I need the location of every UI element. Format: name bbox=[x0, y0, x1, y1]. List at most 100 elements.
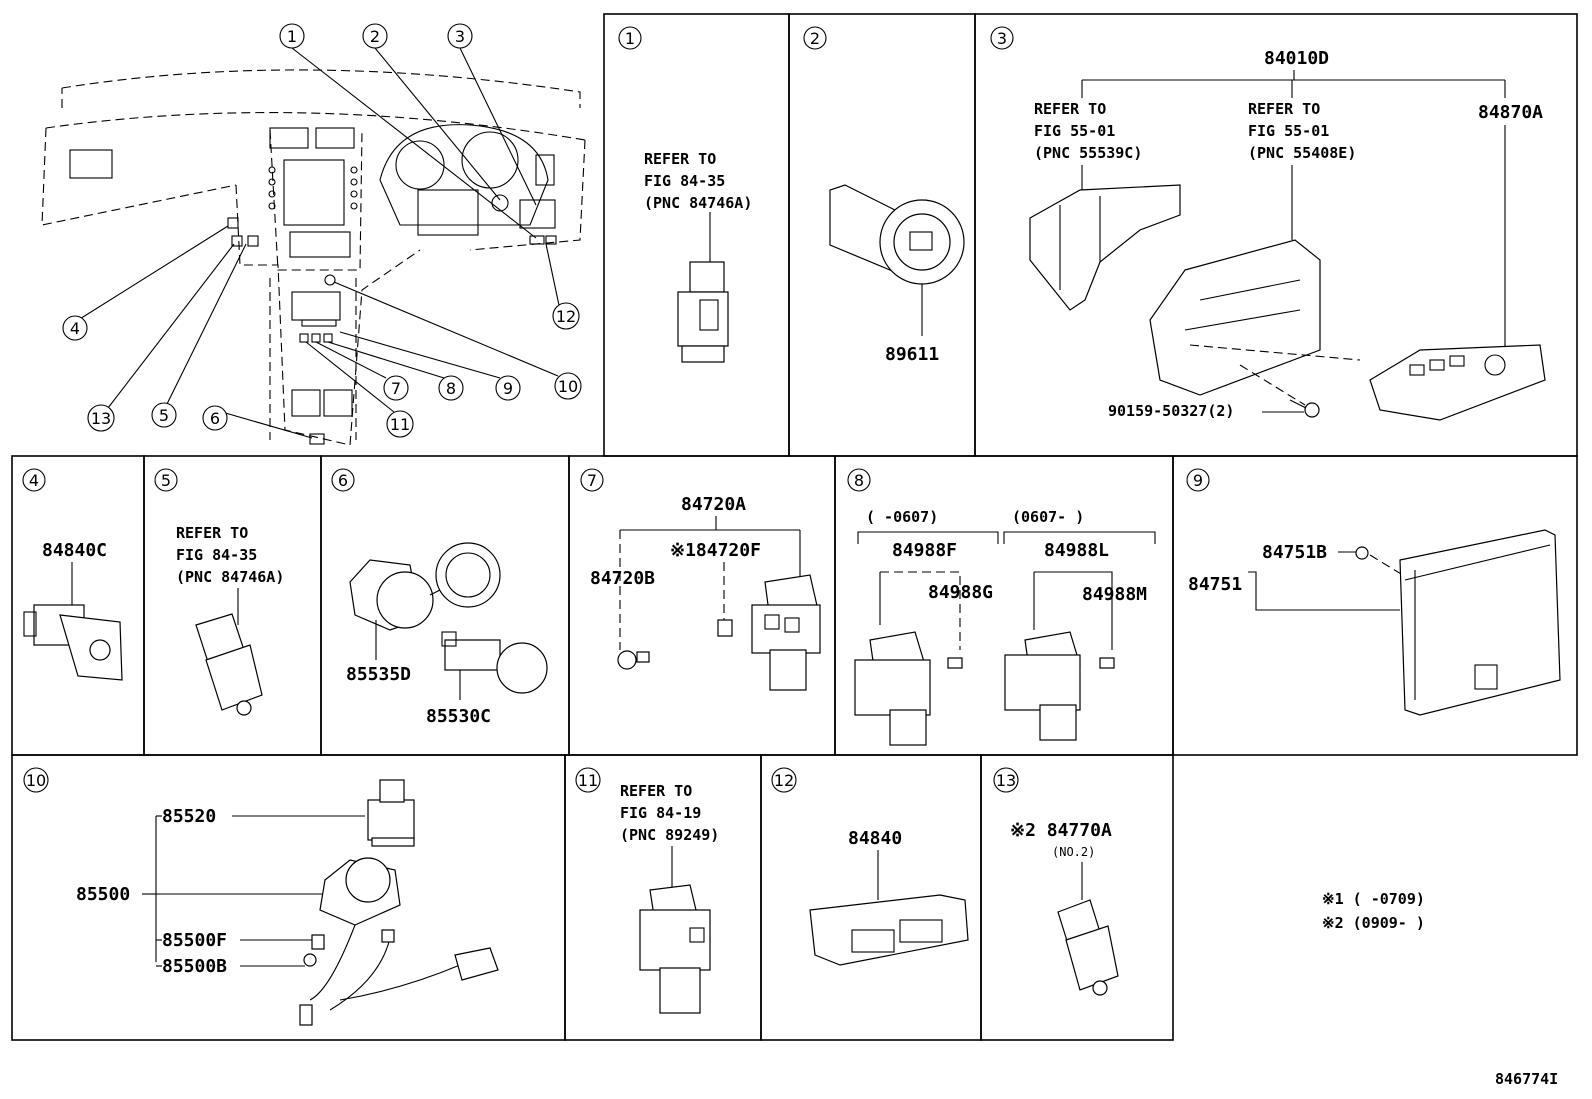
svg-text:8: 8 bbox=[446, 379, 456, 398]
panel-housing-icon bbox=[1149, 239, 1321, 396]
svg-text:85520: 85520 bbox=[162, 806, 216, 827]
panel-5: 5 REFER TO FIG 84-35 (PNC 84746A) bbox=[154, 468, 284, 716]
switch-connector-icon bbox=[677, 261, 729, 363]
svg-text:1: 1 bbox=[625, 29, 635, 48]
svg-text:11: 11 bbox=[390, 415, 410, 434]
svg-text:85500B: 85500B bbox=[162, 956, 227, 977]
svg-text:(PNC 84746A): (PNC 84746A) bbox=[644, 194, 752, 212]
svg-text:REFER TO: REFER TO bbox=[1034, 100, 1106, 118]
socket-housing-icon bbox=[349, 542, 501, 631]
switch-connector-icon bbox=[639, 884, 711, 1014]
panel-12: 12 84840 bbox=[771, 767, 969, 966]
svg-text:84988G: 84988G bbox=[928, 582, 993, 603]
svg-text:84751: 84751 bbox=[1188, 574, 1242, 595]
dial-switch-icon bbox=[23, 604, 123, 681]
svg-text:84988M: 84988M bbox=[1082, 584, 1147, 605]
overview-callout-10: 10 bbox=[554, 372, 582, 400]
switch-a-icon bbox=[854, 631, 963, 746]
svg-text:2: 2 bbox=[370, 27, 380, 46]
svg-text:3: 3 bbox=[455, 27, 465, 46]
switch-icon bbox=[751, 574, 821, 691]
panel-10: 10 85520 85500 85500F 85500B bbox=[23, 767, 499, 1026]
svg-text:5: 5 bbox=[161, 471, 171, 490]
bracket-left-icon bbox=[1029, 184, 1181, 311]
switch-connector-icon bbox=[195, 613, 263, 716]
overview-callout-8: 8 bbox=[438, 375, 464, 401]
overview-callout-2: 2 bbox=[362, 23, 388, 49]
switch-b-icon bbox=[1004, 631, 1115, 741]
overview-callout-12: 12 bbox=[552, 302, 580, 330]
svg-text:12: 12 bbox=[774, 771, 794, 790]
svg-text:8: 8 bbox=[854, 471, 864, 490]
overview-callout-5: 5 bbox=[151, 402, 177, 428]
clip-icon bbox=[617, 619, 733, 670]
svg-text:84870A: 84870A bbox=[1478, 102, 1543, 123]
svg-text:6: 6 bbox=[210, 409, 220, 428]
svg-text:(PNC 89249): (PNC 89249) bbox=[620, 826, 719, 844]
svg-text:84988F: 84988F bbox=[892, 540, 957, 561]
svg-text:85535D: 85535D bbox=[346, 664, 411, 685]
svg-text:85500: 85500 bbox=[76, 884, 130, 905]
svg-text:84751B: 84751B bbox=[1262, 542, 1327, 563]
svg-text:6: 6 bbox=[338, 471, 348, 490]
screw-icon bbox=[1289, 399, 1320, 418]
svg-text:85530C: 85530C bbox=[426, 706, 491, 727]
svg-text:※1 ( -0709): ※1 ( -0709) bbox=[1322, 890, 1425, 908]
svg-text:84720A: 84720A bbox=[681, 494, 746, 515]
switch-connector-icon bbox=[1057, 899, 1119, 996]
control-module-icon bbox=[1399, 529, 1561, 716]
svg-text:10: 10 bbox=[26, 771, 46, 790]
svg-text:10: 10 bbox=[558, 377, 578, 396]
screw-icon bbox=[1355, 546, 1369, 560]
overview-callout-7: 7 bbox=[383, 375, 409, 401]
overview-callout-6: 6 bbox=[202, 405, 228, 431]
overview-callout-3: 3 bbox=[447, 23, 473, 49]
svg-text:84720B: 84720B bbox=[590, 568, 655, 589]
svg-text:2: 2 bbox=[810, 29, 820, 48]
svg-text:(PNC 84746A): (PNC 84746A) bbox=[176, 568, 284, 586]
push-start-switch-icon bbox=[829, 184, 965, 285]
svg-text:84988L: 84988L bbox=[1044, 540, 1109, 561]
power-outlet-icon bbox=[441, 631, 548, 694]
svg-text:FIG 84-19: FIG 84-19 bbox=[620, 804, 701, 822]
svg-text:85500F: 85500F bbox=[162, 930, 227, 951]
panel-6: 6 85535D 85530C bbox=[331, 468, 548, 727]
svg-text:※184720F: ※184720F bbox=[670, 540, 761, 561]
svg-text:(0607- ): (0607- ) bbox=[1012, 508, 1084, 526]
overview-callout-4: 4 bbox=[62, 315, 88, 341]
svg-text:FIG 55-01: FIG 55-01 bbox=[1034, 122, 1115, 140]
footnotes: ※1 ( -0709) ※2 (0909- ) bbox=[1322, 890, 1425, 932]
svg-text:12: 12 bbox=[556, 307, 576, 326]
svg-text:1: 1 bbox=[287, 27, 297, 46]
dual-switch-icon bbox=[809, 894, 969, 966]
svg-text:(NO.2): (NO.2) bbox=[1052, 845, 1095, 859]
overview-callout-1: 1 bbox=[279, 23, 305, 49]
svg-text:7: 7 bbox=[587, 471, 597, 490]
switch-bezel-icon bbox=[1369, 344, 1546, 421]
overview-leaders bbox=[74, 47, 561, 439]
svg-text:REFER TO: REFER TO bbox=[644, 150, 716, 168]
panel-8: 8 ( -0607) (0607- ) 84988F 84988L 84988G… bbox=[847, 468, 1156, 746]
lighter-socket-icon bbox=[303, 857, 401, 967]
lighter-icon bbox=[367, 779, 415, 847]
panel-9: 9 84751B 84751 bbox=[1186, 468, 1561, 716]
panel-7: 7 84720A ※184720F 84720B bbox=[580, 468, 821, 691]
svg-text:13: 13 bbox=[996, 771, 1016, 790]
wire-harness-icon bbox=[299, 924, 499, 1026]
svg-text:REFER TO: REFER TO bbox=[1248, 100, 1320, 118]
panel-13: 13 ※2 84770A (NO.2) bbox=[993, 767, 1119, 996]
svg-text:(PNC 55539C): (PNC 55539C) bbox=[1034, 144, 1142, 162]
diagram-id: 846774I bbox=[1495, 1070, 1558, 1088]
svg-text:11: 11 bbox=[578, 771, 598, 790]
svg-text:REFER TO: REFER TO bbox=[620, 782, 692, 800]
svg-text:84840C: 84840C bbox=[42, 540, 107, 561]
overview-callout-11: 11 bbox=[386, 410, 414, 438]
svg-text:(PNC 55408E): (PNC 55408E) bbox=[1248, 144, 1356, 162]
panel-3: 3 84010D REFER TO FIG 55-01 (PNC 55539C)… bbox=[990, 26, 1546, 421]
svg-text:FIG 84-35: FIG 84-35 bbox=[176, 546, 257, 564]
svg-text:4: 4 bbox=[70, 319, 80, 338]
overview-callout-13: 13 bbox=[87, 404, 115, 432]
svg-text:3: 3 bbox=[997, 29, 1007, 48]
